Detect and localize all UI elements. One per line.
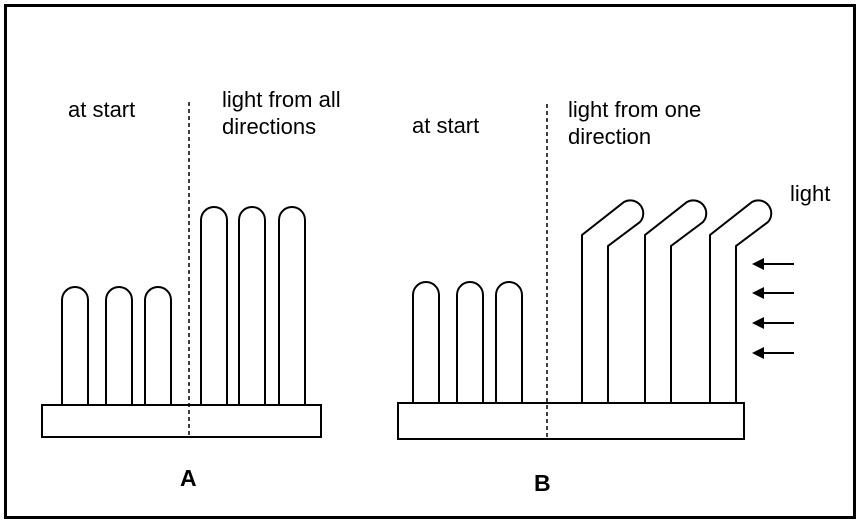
panel-b-letter: B <box>534 470 551 496</box>
left-arrow-icon <box>752 347 794 359</box>
panel-b-short-shoot <box>495 281 523 403</box>
panel-a-tall-shoot <box>278 206 306 405</box>
panel-b-start-label: at start <box>412 113 480 138</box>
panel-b-short-shoot <box>456 281 484 403</box>
panel-b-short-shoot <box>412 281 440 403</box>
panel-b-bent-shoot <box>581 199 645 403</box>
panel-a-short-shoot <box>144 286 172 405</box>
panel-b-drawing <box>397 104 773 440</box>
panel-b-condition-label: light from one direction <box>568 97 702 149</box>
light-label: light <box>790 181 831 206</box>
panel-a-tall-shoot <box>238 206 266 405</box>
left-arrow-icon <box>752 258 794 270</box>
panel-b-bent-shoot <box>644 199 708 403</box>
panel-a-drawing <box>41 102 322 438</box>
panel-a-tall-shoot <box>200 206 228 405</box>
left-arrow-icon <box>752 287 794 299</box>
left-arrow-icon <box>752 317 794 329</box>
panel-a-short-shoot <box>105 286 133 405</box>
panel-a-start-label: at start <box>68 97 136 122</box>
light-arrows <box>752 258 794 359</box>
panel-b-base <box>397 402 745 440</box>
panel-a-letter: A <box>180 465 197 491</box>
panel-a-base <box>41 404 322 438</box>
panel-a-short-shoot <box>61 286 89 405</box>
panel-b-bent-shoot <box>709 199 773 403</box>
panel-a-condition-label: light from all directions <box>222 87 341 139</box>
